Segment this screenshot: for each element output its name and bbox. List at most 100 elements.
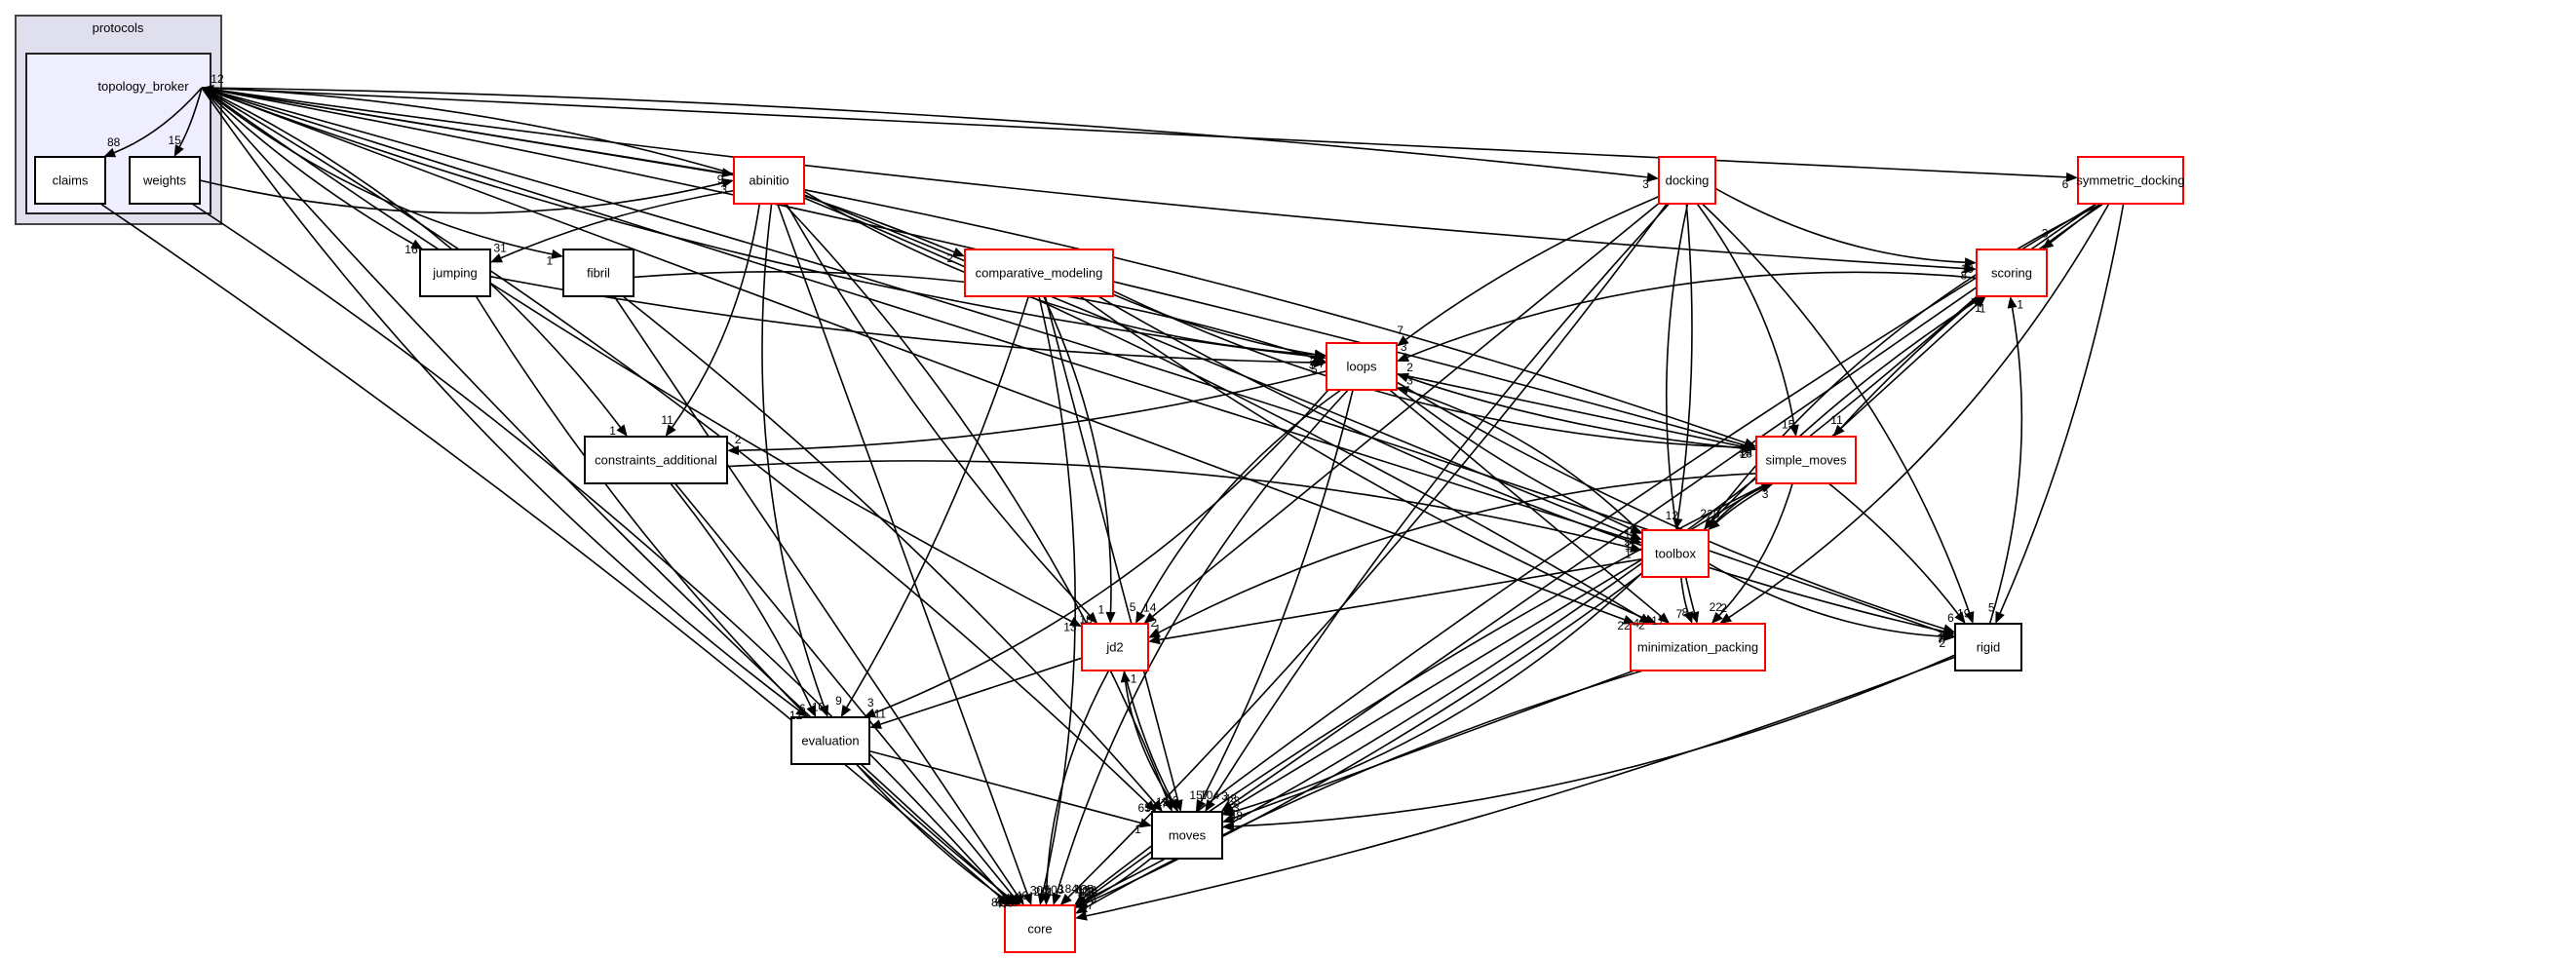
- node-scoring[interactable]: scoring: [1976, 249, 2048, 297]
- node-jd2[interactable]: jd2: [1081, 623, 1149, 671]
- edge-weight-label[interactable]: 1: [2017, 297, 2023, 311]
- node-rigid[interactable]: rigid: [1954, 623, 2022, 671]
- edge-weight-label[interactable]: 15: [1739, 445, 1752, 459]
- edge-weight-label[interactable]: 43: [1224, 791, 1238, 805]
- edge-topology-broker-to-weights[interactable]: [178, 87, 203, 147]
- edge-weight-label[interactable]: 2: [1741, 447, 1748, 461]
- edge-weight-label[interactable]: 3: [1762, 487, 1769, 501]
- edge-symmetric-docking-to-simple-moves[interactable]: [1840, 203, 2104, 429]
- node-label[interactable]: symmetric_docking: [2076, 173, 2184, 188]
- edge-weight-label[interactable]: 1: [1098, 603, 1105, 617]
- edge-weight-label[interactable]: 4: [1633, 617, 1639, 631]
- edge-weight-label[interactable]: 2: [946, 251, 953, 265]
- edge-topology-broker-to-symmetric-docking[interactable]: [201, 87, 2067, 178]
- cluster-protocols-label[interactable]: protocols: [93, 20, 144, 35]
- edge-fibril-to-core[interactable]: [613, 295, 1019, 897]
- node-label[interactable]: core: [1027, 922, 1052, 937]
- edge-weight-label[interactable]: 3: [720, 183, 727, 197]
- edge-weight-label[interactable]: 15: [1782, 418, 1795, 432]
- edge-weight-label[interactable]: 2: [1150, 616, 1157, 630]
- edge-loops-to-core[interactable]: [1056, 389, 1349, 895]
- edge-docking-to-rigid[interactable]: [1701, 203, 1971, 613]
- edge-weight-label[interactable]: 11: [661, 413, 673, 427]
- edge-weight-label[interactable]: 184: [1058, 882, 1078, 896]
- node-toolbox[interactable]: toolbox: [1641, 529, 1710, 578]
- edge-weight-label[interactable]: 28: [1310, 354, 1324, 367]
- edge-weight-label[interactable]: 1: [609, 424, 616, 438]
- edge-fibril-to-moves[interactable]: [622, 295, 1156, 804]
- node-label[interactable]: comparative_modeling: [976, 266, 1103, 281]
- edge-docking-to-simple-moves[interactable]: [1696, 203, 1795, 426]
- edge-loops-to-rigid[interactable]: [1396, 381, 1944, 630]
- edge-comparative-modeling-to-jd2[interactable]: [1043, 295, 1112, 613]
- edge-topology-broker-to-scoring[interactable]: [201, 87, 1966, 270]
- edge-rigid-to-core[interactable]: [1086, 656, 1956, 917]
- edge-docking-to-scoring[interactable]: [1714, 187, 1966, 264]
- edge-weight-label[interactable]: 1: [1975, 301, 1981, 315]
- edge-weight-label[interactable]: 21: [1310, 355, 1324, 368]
- edge-evaluation-to-core[interactable]: [856, 763, 1005, 900]
- edge-weight-label[interactable]: 12: [1666, 509, 1679, 522]
- edge-weight-label[interactable]: 1: [1154, 622, 1161, 635]
- edge-weight-label[interactable]: 3: [1401, 340, 1407, 354]
- edge-abinitio-to-core[interactable]: [776, 203, 1028, 895]
- edge-simple-moves-to-loops[interactable]: [1407, 376, 1757, 451]
- edge-docking-to-jd2[interactable]: [1152, 203, 1660, 618]
- edge-rigid-to-scoring[interactable]: [1988, 307, 2023, 625]
- edge-weight-label[interactable]: 8: [1682, 606, 1689, 620]
- edge-weight-label[interactable]: 11: [1830, 413, 1843, 427]
- edge-weight-label[interactable]: 46: [1016, 889, 1029, 902]
- edge-evaluation-to-moves[interactable]: [868, 749, 1141, 824]
- node-label[interactable]: docking: [1666, 173, 1710, 188]
- edge-weight-label[interactable]: 3: [1221, 789, 1228, 803]
- edge-weight-label[interactable]: 8: [1960, 269, 1967, 283]
- node-core[interactable]: core: [1004, 904, 1076, 953]
- edge-comparative-modeling-to-core[interactable]: [1038, 295, 1076, 895]
- edge-comparative-modeling-to-loops[interactable]: [1112, 293, 1316, 356]
- edge-moves-to-core[interactable]: [1085, 857, 1153, 902]
- edge-weight-label[interactable]: 1: [1131, 672, 1137, 686]
- node-moves[interactable]: moves: [1151, 811, 1223, 860]
- edge-weight-label[interactable]: 9: [717, 172, 724, 186]
- node-weights[interactable]: weights: [129, 156, 201, 205]
- edge-loops-to-toolbox[interactable]: [1396, 386, 1633, 530]
- edge-weights-to-core[interactable]: [191, 203, 1006, 898]
- edge-weight-label[interactable]: 14: [1143, 600, 1157, 614]
- edge-simple-moves-to-scoring[interactable]: [1830, 303, 1979, 438]
- edge-weight-label[interactable]: 503: [1044, 883, 1063, 897]
- edge-weight-label[interactable]: 9: [835, 694, 842, 708]
- edge-toolbox-to-jd2[interactable]: [1159, 557, 1643, 641]
- edge-topology-broker-to-core[interactable]: [201, 87, 1009, 899]
- edge-constraints-additional-to-core[interactable]: [674, 482, 1015, 898]
- edge-weight-label[interactable]: 12: [789, 709, 803, 722]
- node-label[interactable]: evaluation: [801, 734, 859, 748]
- edge-weight-label[interactable]: 23: [1227, 794, 1241, 808]
- node-abinitio[interactable]: abinitio: [733, 156, 805, 205]
- edge-weight-label[interactable]: 3: [2042, 227, 2049, 241]
- edge-comparative-modeling-to-minimization-packing[interactable]: [1079, 295, 1647, 620]
- edge-weight-label[interactable]: 7: [1676, 607, 1683, 621]
- edge-weight-label[interactable]: 2: [1406, 361, 1413, 374]
- edge-weight-label[interactable]: 10: [812, 701, 826, 714]
- edge-weight-label[interactable]: 12: [211, 72, 224, 86]
- edge-abinitio-to-minimization-packing[interactable]: [803, 197, 1642, 619]
- edge-weight-label[interactable]: 6: [2062, 177, 2069, 191]
- edge-weights-to-abinitio[interactable]: [199, 179, 723, 214]
- node-fibril[interactable]: fibril: [562, 249, 634, 297]
- edge-comparative-modeling-to-evaluation[interactable]: [846, 295, 1030, 709]
- edge-weight-label[interactable]: 88: [107, 135, 121, 149]
- edge-jd2-to-core[interactable]: [1045, 670, 1110, 895]
- edge-weight-label[interactable]: 22: [1710, 600, 1723, 614]
- node-label[interactable]: minimization_packing: [1637, 640, 1758, 655]
- edge-weight-label[interactable]: 50: [1001, 897, 1015, 910]
- cluster-topology-broker-label[interactable]: topology_broker: [97, 79, 189, 94]
- edge-weight-label[interactable]: 2: [735, 433, 742, 446]
- edge-symmetric-docking-to-toolbox[interactable]: [1710, 203, 2103, 521]
- edge-weight-label[interactable]: 7: [1938, 632, 1944, 646]
- edge-weight-label[interactable]: 135: [1074, 883, 1094, 897]
- node-label[interactable]: jumping: [432, 266, 478, 281]
- edge-symmetric-docking-to-core[interactable]: [1082, 203, 2097, 900]
- edge-weight-label[interactable]: 201: [1034, 885, 1054, 899]
- edge-weight-label[interactable]: 303: [1030, 883, 1050, 897]
- edge-jd2-to-moves[interactable]: [1123, 670, 1173, 802]
